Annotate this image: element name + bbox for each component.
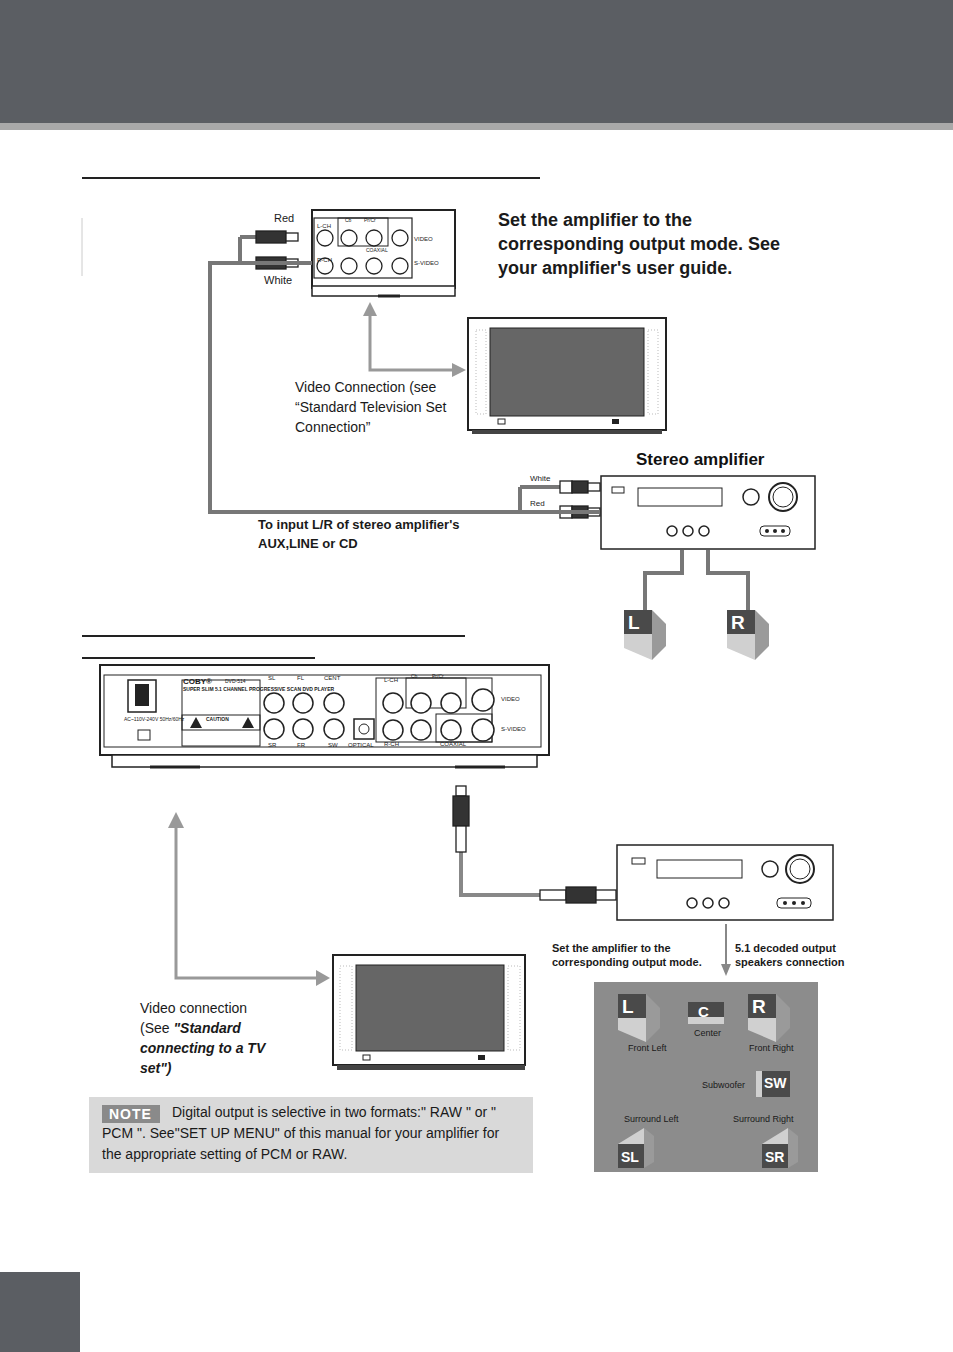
- panel-label: Surround Left: [624, 1114, 679, 1124]
- dvd-player: L-CH Cb Pr/CrR-CH COAXIAL VIDEO S-VIDEO: [312, 210, 455, 298]
- page-tab: [0, 1272, 80, 1352]
- video-note: Video Connection (see “Standard Televisi…: [295, 377, 475, 437]
- coaxial-cable: [453, 786, 616, 903]
- panel-label: L-CH: [384, 677, 398, 684]
- speaker: SR: [762, 1128, 798, 1168]
- margin-mark: [82, 218, 83, 276]
- panel-label: CAUTION: [206, 717, 229, 723]
- note-text: Digital output is selective in two forma…: [102, 1102, 522, 1165]
- stereo-amplifier: Stereo amplifier: [600, 450, 816, 550]
- instruction-text: Set the amplifier to the corresponding o…: [498, 208, 798, 280]
- panel-label: FR: [297, 742, 305, 749]
- video-arrow-top: [363, 302, 466, 377]
- wire-color-label: Red: [274, 212, 294, 225]
- speaker-letter: SL: [621, 1149, 639, 1165]
- speaker-letter: SW: [764, 1075, 787, 1091]
- panel-label: COBY®: [183, 677, 212, 686]
- note-label: NOTE: [109, 1106, 152, 1122]
- speaker-letter: L: [622, 996, 634, 1018]
- input-note: To input L/R of stereo amplifier's AUX,L…: [258, 515, 508, 553]
- television-top: [468, 318, 666, 434]
- video-arrow-bottom: [168, 812, 330, 986]
- video-note-group: Video connection (See "Standard connecti…: [140, 998, 280, 1078]
- dvd-player: COBY® DVD-514SUPER SLIM 5.1 CHANNEL PROGR…: [100, 665, 549, 755]
- panel-label: Center: [694, 1028, 721, 1038]
- panel-label: Front Left: [628, 1043, 667, 1053]
- speaker: R: [727, 610, 769, 660]
- panel-label: VIDEO: [501, 696, 520, 703]
- amp-heading: Stereo amplifier: [636, 450, 765, 470]
- speaker-letter: R: [731, 612, 745, 634]
- panel-label: FL: [297, 675, 304, 682]
- cable-connector: [645, 550, 682, 610]
- panel-label: AC~110V-240V 50Hz/60Hz: [124, 717, 184, 723]
- speaker-note: 5.1 decoded output speakers connection: [735, 941, 860, 969]
- heading-rule: [82, 657, 315, 659]
- speaker: SL: [618, 1128, 654, 1168]
- panel-label: Cb: [411, 674, 417, 680]
- speaker-letter: SR: [765, 1149, 784, 1165]
- panel-label: SW: [328, 742, 338, 749]
- amplifier-bottom: [617, 845, 833, 920]
- speaker: L: [618, 994, 660, 1042]
- instruction-text: Set the amplifier to the corresponding o…: [552, 941, 722, 969]
- note-box: Digital output is selective in two forma…: [89, 1097, 533, 1173]
- panel-label: SUPER SLIM 5.1 CHANNEL PROGRESSIVE SCAN …: [183, 687, 334, 693]
- wire-color-label: Red: [530, 499, 545, 508]
- panel-label: R-CH: [317, 257, 332, 264]
- panel-label: L-CH: [317, 223, 331, 230]
- panel-label: Surround Right: [733, 1114, 794, 1124]
- panel-label: Cb: [345, 218, 351, 224]
- header-strip: [0, 123, 953, 130]
- speaker-panel: Front Left CenterFront RightSubwooferSurr…: [594, 982, 818, 1172]
- wire-color-label: White: [264, 274, 292, 287]
- panel-label: VIDEO: [414, 236, 433, 243]
- panel-label: Subwoofer: [702, 1080, 745, 1090]
- speaker: C: [688, 1002, 724, 1024]
- panel-label: DVD-514: [225, 679, 246, 685]
- panel-label: CENT: [324, 675, 340, 682]
- panel-label: SL: [268, 675, 275, 682]
- speaker-letter: R: [752, 996, 766, 1018]
- dvd-player-top: [312, 210, 455, 296]
- speaker: R: [748, 994, 790, 1042]
- wire-color-label: White: [530, 474, 550, 483]
- speaker: SW: [756, 1071, 790, 1097]
- panel-label: SR: [268, 742, 276, 749]
- output-arrow: [721, 924, 731, 976]
- panel-label: S-VIDEO: [501, 726, 526, 733]
- panel-label: OPTICAL: [348, 742, 374, 749]
- panel-label: Pr/Cr: [364, 218, 376, 224]
- heading-rule: [82, 177, 540, 179]
- header-band: [0, 0, 953, 123]
- note-badge: NOTE: [102, 1105, 160, 1123]
- speaker-letter: L: [628, 612, 640, 634]
- panel-label: S-VIDEO: [414, 260, 439, 267]
- speaker-letter: C: [698, 1003, 709, 1020]
- panel-label: R-CH: [384, 741, 399, 748]
- heading-rule: [82, 635, 465, 637]
- speaker: L: [624, 610, 666, 660]
- television-bottom: [333, 955, 525, 1070]
- panel-label: COAXIAL: [440, 741, 466, 748]
- dvd-player-bottom: [100, 665, 549, 767]
- panel-label: COAXIAL: [366, 248, 388, 254]
- cable-connector: [708, 550, 748, 610]
- panel-label: Pr/Cr: [432, 674, 444, 680]
- panel-label: Front Right: [749, 1043, 794, 1053]
- cable-connector: [210, 263, 600, 512]
